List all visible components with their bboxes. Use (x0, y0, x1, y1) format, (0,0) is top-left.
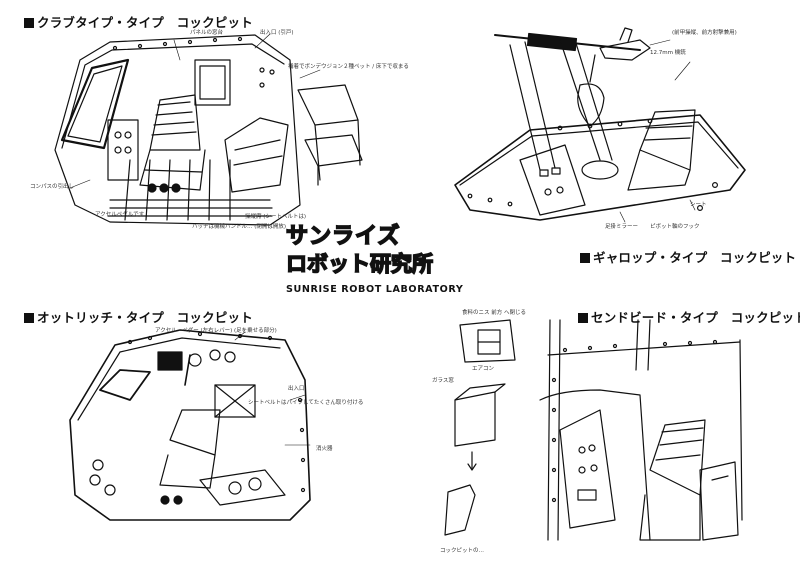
note-gallop-gun: 12.7mm 機銃 (650, 50, 686, 56)
note-gallop-fire: (前甲操縦、前方射撃兼用) (672, 30, 737, 36)
bullet-square (580, 253, 590, 263)
note-sendbeed-cockpit: コックピットの… (440, 548, 485, 554)
bullet-square (24, 18, 34, 28)
title-crab: クラブタイプ・タイプ コックピット (24, 12, 253, 31)
note-gallop-seat: シート (690, 202, 707, 208)
note-gallop-mirror: 足掛ミラーー (605, 224, 639, 230)
logo-line2: ロボット研究所 (285, 251, 434, 277)
note-crab-panel: パネルの窓台 (190, 30, 224, 36)
note-ostrich-belt: シートベルトはパイプしてたくさん取り付ける (248, 400, 364, 406)
note-crab-hatch: ハッチは機械ハンドル… (閉開は開放) (192, 224, 287, 230)
title-sendbeed: センドビード・タイプ コックピット (578, 307, 800, 326)
sendbeed-cockpit-drawing (444, 319, 743, 541)
note-crab-compass: コンパスの引出し (30, 184, 75, 190)
crab-cockpit-drawing (54, 33, 363, 226)
title-gallop: ギャロップ・タイプ コックピット (580, 247, 796, 266)
logo-english: SUNRISE ROBOT LABORATORY (286, 284, 464, 295)
note-ostrich-extinguisher: 消火器 (316, 446, 333, 452)
note-crab-pedal: アクセルペダルです (95, 212, 145, 218)
note-gallop-hook: ピボット軸のフック (650, 224, 700, 230)
bullet-square (24, 313, 34, 323)
logo-line1: サンライズ (285, 223, 401, 250)
note-sendbeed-glass: ガラス窓 (432, 378, 454, 384)
note-crab-bench: 補着でボンデウジョン２種ペット / 床下で収まる (288, 64, 409, 70)
note-crab-door: 出入口 (引戸) (260, 30, 294, 36)
note-ostrich-door: 出入口 (288, 386, 305, 392)
ostrich-cockpit-drawing (69, 329, 311, 521)
gallop-cockpit-drawing (454, 27, 746, 223)
title-ostrich: オットリッチ・タイプ コックピット (24, 307, 253, 326)
note-ostrich-pedal: アクセル・ペダー (左右レバー) (足を乗せる部分) (155, 328, 277, 334)
note-crab-seat: 操縦席 (シートベルトは) (245, 214, 307, 220)
bullet-square (578, 313, 588, 323)
sunrise-robot-laboratory-logo: サンライズ ロボット研究所 SUNRISE ROBOT LABORATORY (285, 218, 463, 302)
note-sendbeed-aircon: エアコン (472, 366, 495, 372)
note-sendbeed-food: 食料のニス 前方 へ閉じる (462, 310, 526, 316)
